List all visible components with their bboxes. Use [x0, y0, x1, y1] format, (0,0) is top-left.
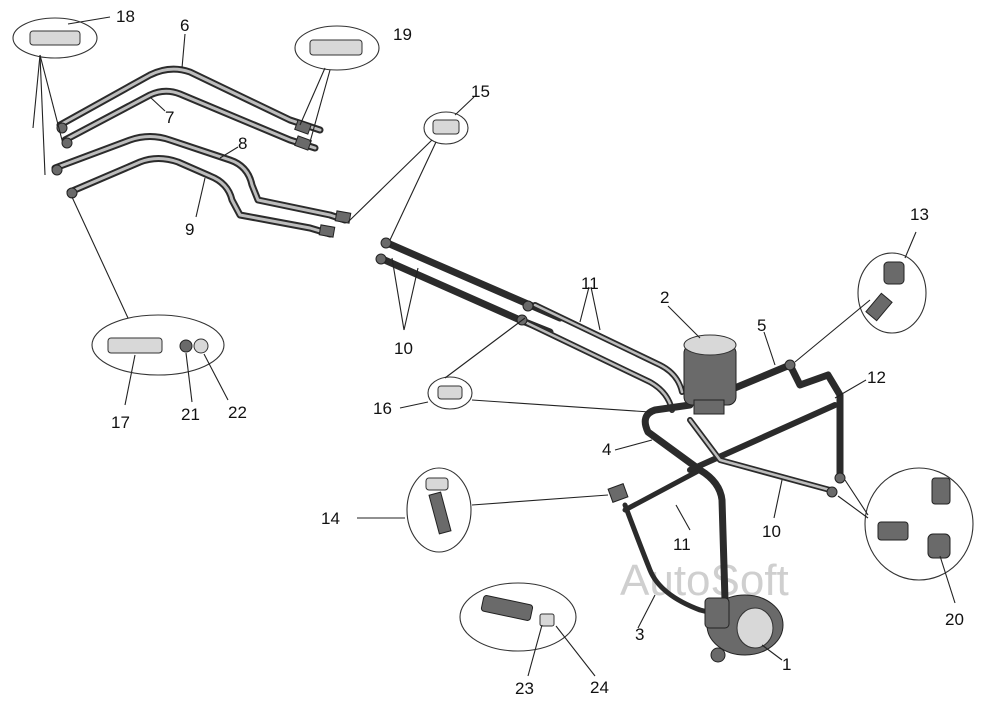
inset-15 — [347, 96, 475, 241]
callout-4: 4 — [602, 440, 611, 459]
callout-11-upper: 11 — [581, 274, 599, 293]
inset-19 — [294, 25, 380, 143]
callout-11-lower: 11 — [673, 535, 691, 554]
callout-7: 7 — [165, 108, 174, 127]
callout-12: 12 — [867, 368, 886, 387]
pipe-3 — [622, 502, 723, 618]
callout-22: 22 — [228, 403, 247, 422]
callout-21: 21 — [181, 405, 200, 424]
pipe-8 — [51, 133, 349, 224]
part-1-compressor — [704, 594, 784, 663]
pipe-7 — [61, 87, 319, 152]
callout-9: 9 — [185, 220, 194, 239]
pipe-end-fittings — [51, 119, 352, 238]
callout-14: 14 — [321, 509, 340, 528]
callout-1: 1 — [782, 655, 791, 674]
pipe-9 — [66, 155, 334, 238]
callout-10-upper: 10 — [394, 339, 413, 358]
pipe-11-upper — [522, 302, 685, 413]
inset-13 — [794, 231, 927, 363]
callout-20: 20 — [945, 610, 964, 629]
callout-16: 16 — [373, 399, 392, 418]
pipe-5 — [726, 361, 844, 484]
callout-13: 13 — [910, 205, 929, 224]
callout-23: 23 — [515, 679, 534, 698]
callout-19: 19 — [393, 25, 412, 44]
inset-23-24 — [459, 582, 596, 677]
callout-8: 8 — [238, 134, 247, 153]
callout-labels: 18 6 19 7 15 8 9 13 11 2 5 10 12 17 21 2… — [111, 7, 964, 698]
callout-10-lower: 10 — [762, 522, 781, 541]
inset-17-21-22 — [71, 196, 229, 406]
callout-5: 5 — [757, 316, 766, 335]
callout-17: 17 — [111, 413, 130, 432]
pipe-12 — [687, 402, 838, 473]
inset-20 — [837, 467, 974, 604]
inset-16 — [399, 317, 651, 413]
callout-24: 24 — [590, 678, 609, 697]
pipe-6 — [56, 65, 324, 134]
inset-18 — [12, 16, 111, 176]
inset-14 — [357, 467, 609, 553]
pipe-10-lower — [687, 417, 833, 493]
callout-6: 6 — [180, 16, 189, 35]
callout-15: 15 — [471, 82, 490, 101]
part-2-receiver — [683, 334, 737, 415]
callout-3: 3 — [635, 625, 644, 644]
callout-2: 2 — [660, 288, 669, 307]
callout-18: 18 — [116, 7, 135, 26]
pipe-11-lower — [622, 467, 703, 513]
leader-lines — [149, 33, 867, 661]
pipe-4 — [641, 401, 729, 604]
